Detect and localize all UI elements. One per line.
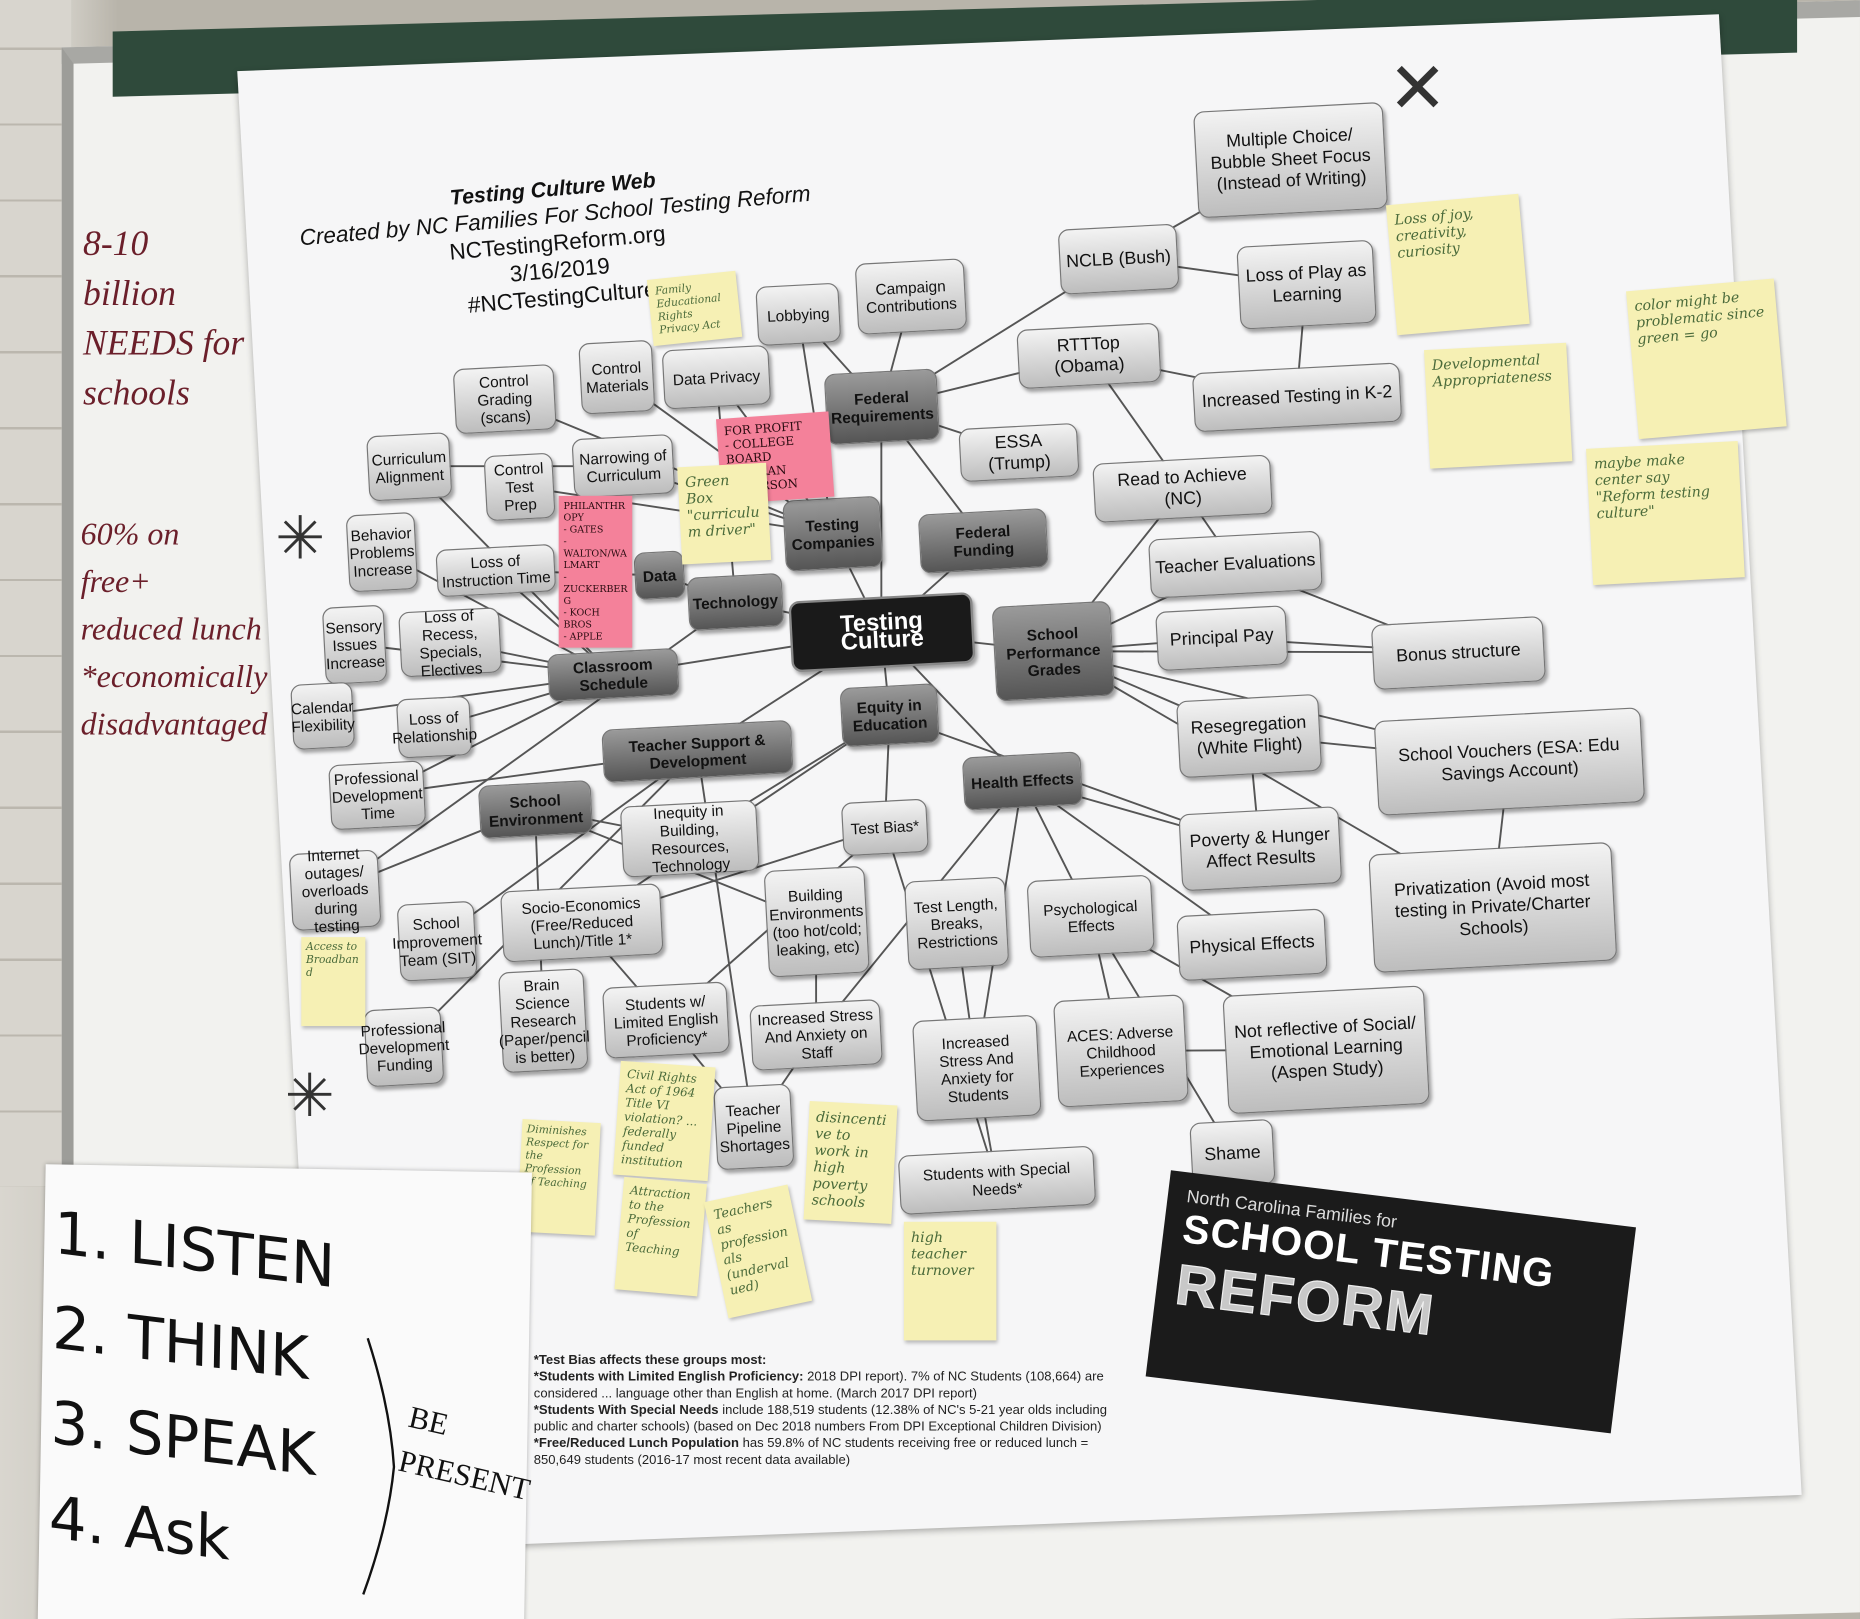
concept-node: Psychological Effects [1025,873,1155,958]
concept-node: Professional Development Funding [357,1005,449,1087]
sticky-note: PHILANTHROPY - GATES - WALTON/WALMART - … [558,495,633,648]
norms-steps: 1. LISTEN 2. THINK 3. SPEAK 4. Ask [48,1198,336,1574]
concept-node: ACES: Adverse Childhood Experiences [1053,994,1189,1108]
concept-node: ESSA (Trump) [958,422,1080,482]
whiteboard-note-funding: 8-10 billion NEEDS for schools [83,224,245,413]
concept-node: Testing Companies [782,495,884,572]
concept-node: Professional Development Time [328,759,427,830]
footnote-sn-label: *Students With Special Needs [533,1403,719,1418]
concept-node: Bonus structure [1370,615,1546,690]
concept-node: Brain Science Research (Paper/pencil is … [497,967,590,1073]
concept-node: Classroom Schedule [546,647,680,703]
discussion-norms-sign: 1. LISTEN 2. THINK 3. SPEAK 4. Ask BE PR… [37,1164,533,1619]
footnote-heading: *Test Bias affects these groups most: [533,1353,767,1368]
footnote-sn-text: include 188,519 students (12.38% of NC's… [533,1403,1107,1435]
concept-node: Sensory Issues Increase [321,603,388,685]
brick-wall [0,0,72,1187]
concept-node: Inequity in Building, Resources, Technol… [619,799,760,878]
concept-node: Loss of Instruction Time [435,543,557,598]
sticky-note: Loss of joy, creativity, curiosity [1385,193,1530,336]
sticky-note: disincentive to work in high poverty sch… [803,1100,898,1225]
asterisk-mark-icon: ✳ [284,1062,335,1130]
concept-node: Calendar Flexibility [290,681,355,750]
sticky-note: Green Box "curriculum driver" [677,462,772,565]
concept-node: Campaign Contributions [854,258,968,335]
concept-node: School Performance Grades [991,600,1116,702]
concept-node: RTTTop (Obama) [1016,322,1162,390]
concept-node: Loss of Relationship [392,695,477,759]
be-present-label: BE PRESENT [395,1399,534,1508]
footnote-frl-label: *Free/Reduced Lunch Population [533,1436,739,1451]
concept-node: Test Bias* [840,797,929,856]
concept-node: NCLB (Bush) [1057,222,1180,295]
concept-node: Federal Funding [917,507,1049,574]
concept-node: Read to Achieve (NC) [1092,454,1274,523]
concept-node: Poverty & Hunger Affect Results [1177,805,1342,891]
concept-node: Socio-Economics (Free/Reduced Lunch)/Tit… [499,883,664,963]
footnote-frl-text: has 59.8% of NC students receiving free … [533,1436,1089,1468]
concept-node: Increased Testing in K-2 [1191,362,1402,433]
concept-node: Multiple Choice/ Bubble Sheet Focus (Ins… [1193,101,1389,219]
concept-node: Loss of Play as Learning [1235,239,1377,330]
concept-node: Not reflective of Social/ Emotional Lear… [1222,985,1430,1115]
concept-node: Data [633,550,686,601]
x-mark-icon: ✕ [1387,48,1448,129]
concept-node: School Improvement Team (SIT) [391,900,482,982]
concept-node: Control Test Prep [483,451,556,521]
concept-node: Control Grading (scans) [452,363,557,434]
concept-node: Internet outages/ overloads during testi… [288,844,381,935]
sticky-note: high teacher turnover [903,1221,997,1341]
sticky-note: Access to Broadband [301,937,366,1027]
sticky-note: maybe make center say "Reform testing cu… [1586,440,1745,586]
concept-node: Test Length, Breaks, Restrictions [903,875,1009,970]
concept-node: Privatization (Avoid most testing in Pri… [1367,841,1617,974]
concept-node: Principal Pay [1155,605,1289,672]
concept-node: Federal Requirements [823,368,940,446]
concept-node: Students w/ Limited English Proficiency* [601,981,730,1059]
sticky-note: Attraction to the Profession of Teaching [614,1176,707,1297]
concept-node: Students with Special Needs* [897,1145,1096,1216]
sticky-note: Developmental Appropriateness [1423,342,1573,469]
concept-node: Data Privacy [661,344,772,410]
concept-node: Increased Stress And Anxiety on Staff [749,998,883,1071]
concept-node: School Environment [477,779,593,839]
sticky-note: color might be problematic since green =… [1626,278,1787,440]
concept-node: Health Effects [961,750,1084,811]
concept-node: Equity in Education [839,683,940,748]
concept-node: Teacher Evaluations [1147,530,1323,599]
concept-node: Curriculum Alignment [366,431,453,501]
concept-node: Control Materials [578,339,656,415]
concept-node: Building Environments (too hot/cold; lea… [762,865,870,978]
sticky-note: Civil Rights Act of 1964 Title VI violat… [612,1060,716,1182]
concept-node: Teacher Support & Development [601,719,794,783]
footnote-lep-text: 2018 DPI report). 7% of NC Students (108… [533,1370,1104,1401]
sticky-note: Family Educational Rights Privacy Act [646,270,743,347]
concept-node: Teacher Pipeline Shortages [712,1083,794,1171]
concept-node: Behavior Problems Increase [345,511,419,592]
whiteboard-note-lunch: 60% on free+ reduced lunch *economically… [80,515,268,742]
footnote-lep-label: *Students with Limited English Proficien… [533,1370,804,1385]
concept-node: School Vouchers (ESA: Edu Savings Accoun… [1373,707,1645,816]
asterisk-mark-icon: ✳ [275,505,325,572]
concept-node: Testing Culture [787,591,976,673]
concept-node: Increased Stress And Anxiety for Student… [911,1013,1042,1122]
concept-node: Technology [686,572,785,631]
brace-icon [362,1337,396,1595]
concept-node: Loss of Recess, Specials, Electives [397,605,502,679]
concept-node: Physical Effects [1175,907,1328,981]
concept-node: Lobbying [755,282,842,347]
concept-node: Resegregation (White Flight) [1175,693,1323,778]
footnotes: *Test Bias affects these groups most: *S… [534,1352,1115,1468]
concept-node: Narrowing of Curriculum [570,433,675,499]
